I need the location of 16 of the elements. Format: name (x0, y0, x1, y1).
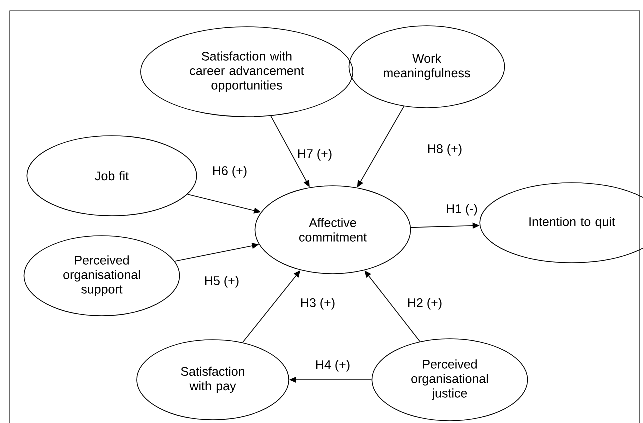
edge-label: H4 (+) (314, 359, 352, 373)
arrow (364, 270, 421, 342)
edge-label: H8 (+) (426, 143, 464, 157)
ellipse-node: Work meaningfulness (348, 26, 506, 108)
edge-label: H2 (+) (406, 297, 444, 311)
edge-label: H5 (+) (203, 275, 241, 289)
ellipse-node: Perceived organisational justice (372, 338, 528, 422)
ellipse-node: Affective commitment (254, 186, 412, 274)
ellipse-node: Satisfaction with career advancement opportunities (140, 26, 354, 118)
ellipse-node: Satisfaction with pay (136, 340, 290, 420)
edge-label: H1 (-) (445, 203, 479, 217)
ellipse-node: Perceived organisational support (24, 236, 180, 316)
ellipse-node: Job fit (26, 136, 198, 216)
edge-label: H6 (+) (211, 165, 249, 179)
edge-label: H7 (+) (296, 148, 334, 162)
edge-label: H3 (+) (299, 297, 337, 311)
